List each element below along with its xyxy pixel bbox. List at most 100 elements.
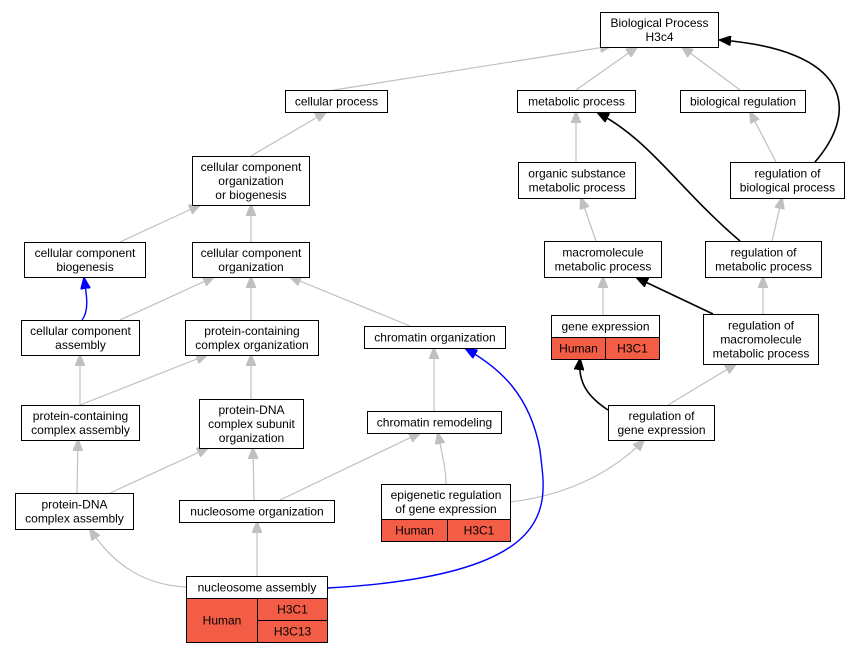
node-label-line: nucleosome assembly bbox=[198, 581, 317, 595]
node-chromatin-org[interactable]: chromatin organization bbox=[364, 326, 506, 349]
edge-rbp-to-bp bbox=[720, 40, 841, 163]
node-label-line: cellular process bbox=[295, 95, 378, 109]
annotation-gene-cell bbox=[447, 519, 511, 542]
node-label-line: metabolic process bbox=[528, 95, 625, 109]
node-box bbox=[680, 90, 806, 113]
node-label-line: organization bbox=[218, 174, 283, 188]
edge-nucleosome_org-to-chromatin_remodeling bbox=[279, 433, 420, 501]
node-label-line: cellular component bbox=[201, 246, 302, 260]
node-chromatin-remodeling[interactable]: chromatin remodeling bbox=[367, 411, 502, 434]
node-label-line: protein-DNA bbox=[218, 403, 284, 417]
annotation-gene-cell bbox=[605, 337, 660, 360]
edge-cca-to-ccb bbox=[82, 278, 87, 321]
node-box bbox=[24, 242, 146, 278]
edge-chromatin_org-to-cco bbox=[290, 277, 411, 327]
edge-mmp-to-osmp bbox=[581, 198, 597, 242]
node-box bbox=[192, 156, 310, 206]
node-label-line: complex assembly bbox=[25, 512, 124, 526]
edge-rmp-to-metabolic_process bbox=[598, 113, 741, 242]
node-label-line: biogenesis bbox=[56, 260, 113, 274]
node-box bbox=[705, 241, 822, 278]
node-label-line: Biological Process bbox=[610, 16, 708, 30]
edge-rge-to-rmmp bbox=[667, 364, 736, 406]
node-box bbox=[381, 484, 511, 520]
node-label-line: organization bbox=[218, 260, 283, 274]
annotation-gene[interactable]: H3C1 bbox=[617, 342, 648, 356]
edge-metabolic_process-to-bp bbox=[575, 47, 637, 91]
node-label-line: macromolecule bbox=[562, 246, 644, 260]
node-box bbox=[730, 162, 845, 199]
node-label-line: protein-containing bbox=[204, 324, 299, 338]
edge-cca-to-cco bbox=[119, 277, 214, 321]
node-box bbox=[608, 405, 715, 441]
annotation-gene[interactable]: H3C1 bbox=[464, 524, 495, 538]
node-label-line: biological process bbox=[740, 181, 835, 195]
node-label-line: organization bbox=[219, 431, 284, 445]
edge-rmp-to-rbp bbox=[771, 198, 782, 242]
node-label-line: complex organization bbox=[195, 338, 308, 352]
edge-nucleosome_assembly-to-pdca bbox=[90, 529, 187, 588]
node-label-line: cellular component bbox=[35, 246, 136, 260]
node-label-line: regulation of bbox=[628, 409, 695, 423]
node-label-line: chromatin remodeling bbox=[377, 416, 492, 430]
edge-epigenetic-to-rge bbox=[509, 440, 644, 503]
node-nucleosome-org[interactable]: nucleosome organization bbox=[179, 500, 335, 523]
node-box bbox=[518, 162, 636, 199]
node-label-line: metabolic process bbox=[713, 347, 810, 361]
node-label-line: metabolic process bbox=[555, 260, 652, 274]
node-box bbox=[364, 326, 506, 349]
node-box bbox=[179, 500, 335, 523]
node-label-line: or biogenesis bbox=[215, 188, 286, 202]
node-label-line: protein-DNA bbox=[41, 498, 107, 512]
node-box bbox=[517, 90, 636, 113]
node-biological-regulation[interactable]: biological regulation bbox=[680, 90, 806, 113]
node-label-line: metabolic process bbox=[715, 260, 812, 274]
annotation-gene[interactable]: H3C13 bbox=[274, 625, 312, 639]
node-label-line: complex subunit bbox=[208, 417, 295, 431]
node-metabolic-process[interactable]: metabolic process bbox=[517, 90, 636, 113]
node-box bbox=[185, 320, 319, 356]
node-label-line: H3c4 bbox=[645, 30, 673, 44]
node-label-line: cellular component bbox=[30, 324, 131, 338]
edge-nucleosome_assembly-to-chromatin_org bbox=[326, 349, 544, 589]
annotation-species-cell bbox=[186, 598, 258, 643]
node-label-line: gene expression bbox=[561, 320, 649, 334]
edge-cellular_process-to-bp bbox=[333, 46, 611, 91]
node-label-line: cellular component bbox=[201, 160, 302, 174]
node-label-line: regulation of bbox=[754, 167, 821, 181]
annotation-gene-cell bbox=[257, 620, 328, 643]
node-box bbox=[703, 314, 819, 365]
node-label-line: regulation of bbox=[728, 319, 795, 333]
node-box bbox=[544, 241, 662, 278]
node-box bbox=[367, 411, 502, 434]
node-label-line: complex assembly bbox=[31, 423, 130, 437]
edge-pdca-to-pdcso bbox=[109, 448, 208, 494]
node-cellular-process[interactable]: cellular process bbox=[285, 90, 388, 113]
node-box bbox=[21, 405, 140, 441]
annotation-species: Human bbox=[559, 342, 598, 356]
node-box bbox=[192, 242, 310, 278]
annotation-gene[interactable]: H3C1 bbox=[277, 603, 308, 617]
annotation-species: Human bbox=[395, 524, 434, 538]
edge-pcca-to-pcco bbox=[79, 355, 207, 406]
